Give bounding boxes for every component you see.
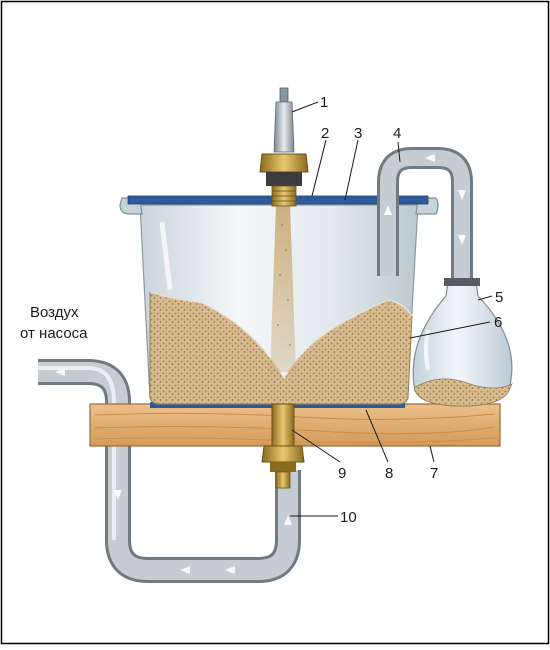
callout-8: 8	[385, 465, 393, 482]
sand-jet	[270, 204, 296, 372]
air-inlet-caption-line-2: от насоса	[20, 325, 88, 342]
air-hose	[38, 359, 301, 583]
callout-10: 10	[340, 509, 357, 526]
callout-3: 3	[354, 125, 362, 142]
collection-flask	[412, 278, 513, 407]
callout-6: 6	[494, 314, 502, 331]
exhaust-tube	[377, 147, 473, 282]
wooden-board	[89, 403, 501, 447]
callout-5: 5	[495, 289, 503, 306]
callout-leaders	[290, 101, 493, 517]
callout-4: 4	[393, 125, 401, 142]
callout-9: 9	[338, 465, 346, 482]
air-inlet-caption-line-1: Воздух	[30, 304, 79, 321]
spark-plug	[259, 87, 309, 207]
callout-1: 1	[320, 94, 328, 111]
callout-7: 7	[430, 465, 438, 482]
callout-2: 2	[321, 125, 329, 142]
air-nozzle-fitting	[261, 403, 305, 489]
